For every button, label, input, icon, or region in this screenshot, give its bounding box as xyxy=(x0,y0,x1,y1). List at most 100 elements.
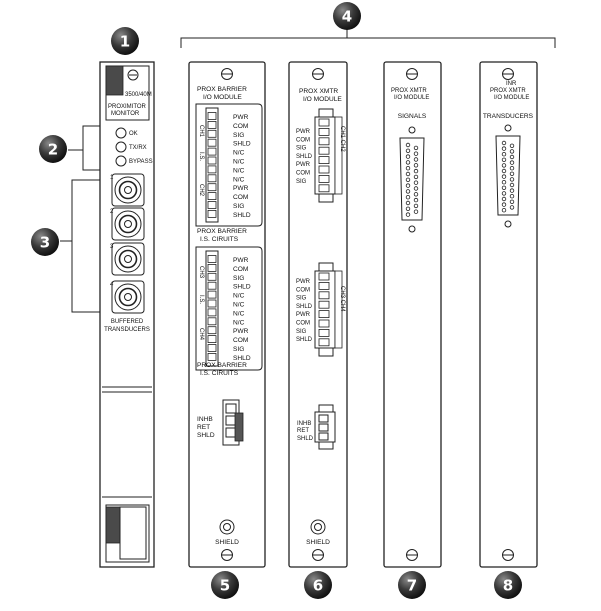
barrier-faceplate xyxy=(188,61,266,568)
terminal-screw[interactable] xyxy=(207,263,217,272)
barrier-shld: SHLD xyxy=(197,432,215,439)
terminal-screw[interactable] xyxy=(207,165,217,174)
dsub-pin xyxy=(501,202,507,207)
bnc-connector-ch3[interactable]: 3 xyxy=(110,242,145,276)
connector-socket xyxy=(318,174,330,183)
dsub-pin xyxy=(501,163,507,168)
dsub-pin xyxy=(413,157,419,162)
terminal-block-ch3-ch4 xyxy=(205,250,219,367)
callout-brackets xyxy=(60,26,556,313)
bypass-led-icon xyxy=(115,155,127,167)
barrier-pin-label: COM xyxy=(233,123,248,130)
xmtr-bottom-screw-icon[interactable] xyxy=(312,549,324,561)
dsub-pin xyxy=(405,189,411,194)
terminal-screw[interactable] xyxy=(207,352,217,361)
transducers-title-3: I/O MODULE xyxy=(494,95,529,101)
callout-3: 3 xyxy=(31,228,59,256)
transducers-title-2: PROX XMTR xyxy=(490,88,526,94)
bnc-connector-ch1[interactable]: 1 xyxy=(110,173,145,207)
terminal-screw[interactable] xyxy=(207,121,217,129)
dsub-pin xyxy=(501,157,507,162)
dsub-pin xyxy=(413,203,419,209)
xmtr-title-1: PROX XMTR xyxy=(299,88,338,95)
dsub-pin xyxy=(509,205,515,210)
dsub-pin xyxy=(509,160,515,165)
transducers-dsub-connector[interactable] xyxy=(495,135,521,216)
transducer-bracket xyxy=(71,179,112,313)
dsub-pin xyxy=(501,207,507,213)
xmtr-pin-label: COM xyxy=(296,321,310,327)
buffered-label-1: BUFFERED xyxy=(111,319,144,325)
signals-title-1: PROX XMTR xyxy=(391,88,427,94)
terminal-screw[interactable] xyxy=(207,335,217,344)
callout-4-label: 4 xyxy=(342,8,352,26)
terminal-screw[interactable] xyxy=(207,183,217,192)
connector-socket xyxy=(318,127,330,136)
xmtr-shield-jack-icon[interactable] xyxy=(310,519,326,535)
xmtr-pin-label: SIG xyxy=(296,146,307,152)
terminal-screw[interactable] xyxy=(207,308,217,317)
bnc-connector-ch4[interactable]: 4 xyxy=(110,280,145,314)
xmtr-top-screw-icon[interactable] xyxy=(312,68,324,80)
terminal-block-ch1-ch2 xyxy=(205,107,219,223)
barrier-pin-label: COM xyxy=(233,194,248,201)
transducers-label: TRANSDUCERS xyxy=(483,113,534,120)
dsub-pin xyxy=(405,200,411,206)
barrier-pin-label: N/C xyxy=(233,310,245,317)
barrier-io-module: PROX BARRIER I/O MODULE CH1 I.S. CH2 PWR… xyxy=(188,61,266,568)
transducers-top-screw-icon[interactable] xyxy=(502,68,514,80)
barrier-pin-label: COM xyxy=(233,266,248,273)
signals-dsub-connector[interactable] xyxy=(399,137,425,221)
dsub-pin xyxy=(509,143,515,148)
barrier-bottom-2: I.S. CIRUITS xyxy=(200,370,239,377)
monitor-model: 3500/40M xyxy=(125,92,152,98)
terminal-screw[interactable] xyxy=(207,112,217,120)
terminal-screw[interactable] xyxy=(207,201,217,209)
monitor-name-1: PROXIMITOR xyxy=(108,104,147,110)
terminal-screw[interactable] xyxy=(207,192,217,201)
signals-io-module: PROX XMTR I/O MODULE SIGNALS xyxy=(383,61,442,568)
terminal-screw[interactable] xyxy=(207,290,217,299)
terminal-screw[interactable] xyxy=(207,156,217,165)
terminal-screw[interactable] xyxy=(207,138,217,147)
callout-8: 8 xyxy=(494,571,522,599)
signals-top-screw-icon[interactable] xyxy=(406,68,418,80)
barrier-pin-label: N/C xyxy=(233,319,245,326)
terminal-screw[interactable] xyxy=(207,272,217,281)
terminal-screw[interactable] xyxy=(207,299,217,308)
callout-2-label: 2 xyxy=(48,141,58,159)
barrier-top-screw-icon[interactable] xyxy=(221,68,233,80)
callout-4: 4 xyxy=(333,2,361,30)
terminal-screw[interactable] xyxy=(207,344,217,352)
dsub-pin xyxy=(405,206,411,211)
terminal-screw[interactable] xyxy=(207,129,217,138)
dsub-pin xyxy=(501,196,507,202)
dsub-pin xyxy=(405,154,411,159)
barrier-side-is2: I.S. xyxy=(198,295,204,304)
callout-5-label: 5 xyxy=(220,577,230,595)
dsub-pin xyxy=(509,149,515,154)
xmtr-shield-label: SHIELD xyxy=(306,539,330,546)
barrier-pin-label: N/C xyxy=(233,302,245,309)
terminal-screw[interactable] xyxy=(207,209,217,218)
terminal-screw[interactable] xyxy=(207,147,217,156)
barrier-pin-label: SIG xyxy=(233,346,244,353)
terminal-screw[interactable] xyxy=(207,281,217,290)
xmtr-pin-label: PWR xyxy=(296,129,311,135)
barrier-shield-jack-icon[interactable] xyxy=(219,519,235,535)
terminal-screw[interactable] xyxy=(207,255,217,263)
barrier-bottom-screw-icon[interactable] xyxy=(221,549,233,561)
monitor-faceplate xyxy=(99,61,155,568)
ok-led-icon xyxy=(115,127,127,139)
terminal-screw[interactable] xyxy=(207,174,217,183)
signals-bottom-screw-icon[interactable] xyxy=(406,549,418,561)
terminal-screw[interactable] xyxy=(207,326,217,335)
bnc-connector-ch2[interactable]: 2 xyxy=(110,207,145,241)
barrier-pin-label: SHLD xyxy=(233,141,251,148)
barrier-pin-label: PWR xyxy=(233,185,249,192)
terminal-screw[interactable] xyxy=(207,317,217,326)
connector-socket xyxy=(318,328,330,337)
barrier-bottom-1: PROX BARRIER xyxy=(197,362,247,369)
transducers-bottom-screw-icon[interactable] xyxy=(502,549,514,561)
